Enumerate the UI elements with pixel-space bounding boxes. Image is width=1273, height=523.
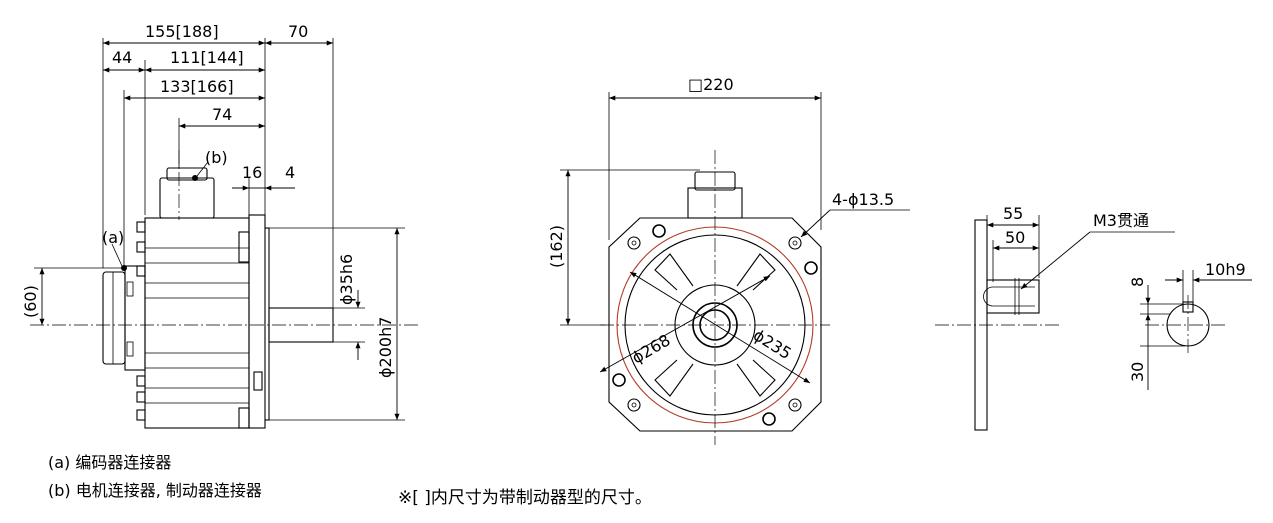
dim-encoder-height: (60) xyxy=(21,285,40,318)
dim-key-len2: 50 xyxy=(1005,228,1025,247)
label-b: (b) xyxy=(205,148,228,167)
legend-item-a: (a) 编码器连接器 xyxy=(48,453,172,472)
bracket-note: ※[ ]内尺寸为带制动器型的尺寸。 xyxy=(398,488,652,508)
dim-square: □220 xyxy=(688,75,734,94)
dim-spigot-dia: ϕ200h7 xyxy=(376,317,395,378)
dim-pcd: ϕ268 xyxy=(629,330,674,367)
dim-body: 111[144] xyxy=(170,48,244,67)
dim-shaft-dia: ϕ35h6 xyxy=(337,254,356,305)
dim-key-depth: 8 xyxy=(1128,277,1147,287)
dim-shaft-length: 70 xyxy=(288,22,308,41)
dim-flange-step: 44 xyxy=(112,48,132,67)
dim-flange: 16 xyxy=(242,163,262,182)
dim-key-width: 10h9 xyxy=(1205,260,1246,279)
dim-shaft-height: 30 xyxy=(1128,362,1147,382)
keyway-view: 55 50 M3贯通 xyxy=(935,204,1175,431)
dim-height: (162) xyxy=(547,225,566,268)
dim-holes: 4-ϕ13.5 xyxy=(832,190,894,209)
front-view: □220 (162) xyxy=(547,75,910,445)
dim-spigot: 4 xyxy=(285,163,295,182)
dim-key-len1: 55 xyxy=(1003,204,1023,223)
side-view: 155[188] 70 44 111[144] 133[166] 74 16 4… xyxy=(21,22,420,429)
label-a: (a) xyxy=(102,228,124,247)
shaft-end-view: 10h9 8 30 xyxy=(1128,260,1252,390)
dim-inner: ϕ235 xyxy=(750,325,795,363)
dim-tap: M3贯通 xyxy=(1093,211,1149,230)
dim-body2: 133[166] xyxy=(160,77,234,96)
dim-connector: 74 xyxy=(212,105,232,124)
legend-item-b: (b) 电机连接器, 制动器连接器 xyxy=(48,481,262,500)
dim-overall: 155[188] xyxy=(145,22,219,41)
